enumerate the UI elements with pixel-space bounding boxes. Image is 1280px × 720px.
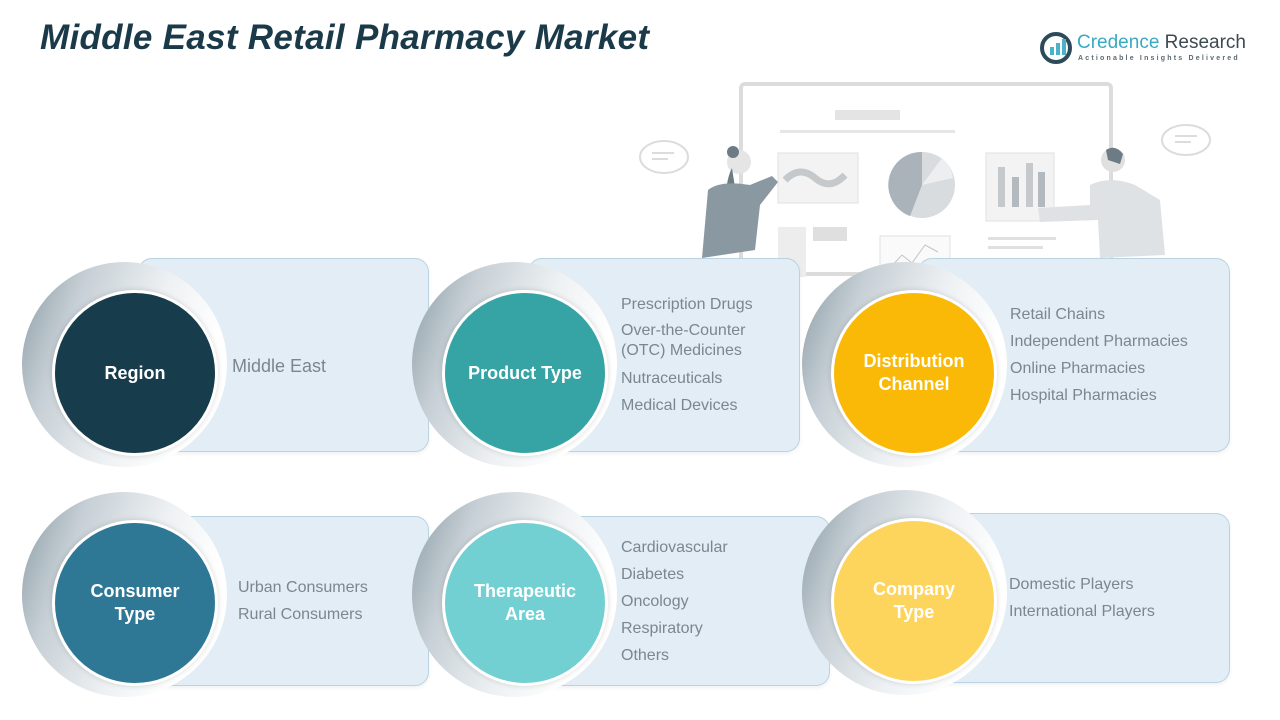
list-item: Independent Pharmacies <box>1010 333 1188 350</box>
logo-tagline: Actionable Insights Delivered <box>1078 55 1240 62</box>
segment-title-circle: Product Type <box>442 290 608 456</box>
presentation-illustration <box>639 82 1211 277</box>
list-item: Diabetes <box>621 566 685 583</box>
list-item: Urban Consumers <box>238 579 368 596</box>
segment-items: Cardiovascular Diabetes Oncology Respira… <box>621 534 728 669</box>
segment-items: Urban Consumers Rural Consumers <box>238 574 368 628</box>
list-item: Online Pharmacies <box>1010 360 1146 377</box>
list-item: Prescription Drugs <box>621 296 753 313</box>
list-item: Retail Chains <box>1010 306 1106 323</box>
list-item: Rural Consumers <box>238 606 363 623</box>
list-item: International Players <box>1009 603 1155 620</box>
list-item: Middle East <box>232 356 327 376</box>
logo-name: Credence Research <box>1077 32 1246 53</box>
page-title: Middle East Retail Pharmacy Market <box>40 18 650 57</box>
segment-items: Prescription Drugs Over-the-Counter (OTC… <box>621 291 781 419</box>
list-item: Hospital Pharmacies <box>1010 387 1157 404</box>
segment-title-circle: Region <box>52 290 218 456</box>
credence-research-logo: Credence Research Actionable Insights De… <box>1040 30 1260 70</box>
list-item: Oncology <box>621 593 689 610</box>
list-item: Over-the-Counter (OTC) Medicines <box>621 322 746 359</box>
segment-items: Domestic Players International Players <box>1009 571 1155 625</box>
list-item: Medical Devices <box>621 397 738 414</box>
list-item: Domestic Players <box>1009 576 1134 593</box>
segment-items: Middle East <box>232 353 326 380</box>
logo-chart-icon <box>1040 32 1072 64</box>
list-item: Cardiovascular <box>621 539 728 556</box>
list-item: Others <box>621 647 670 664</box>
list-item: Respiratory <box>621 620 703 637</box>
list-item: Nutraceuticals <box>621 370 723 387</box>
segment-items: Retail Chains Independent Pharmacies Onl… <box>1010 301 1188 409</box>
